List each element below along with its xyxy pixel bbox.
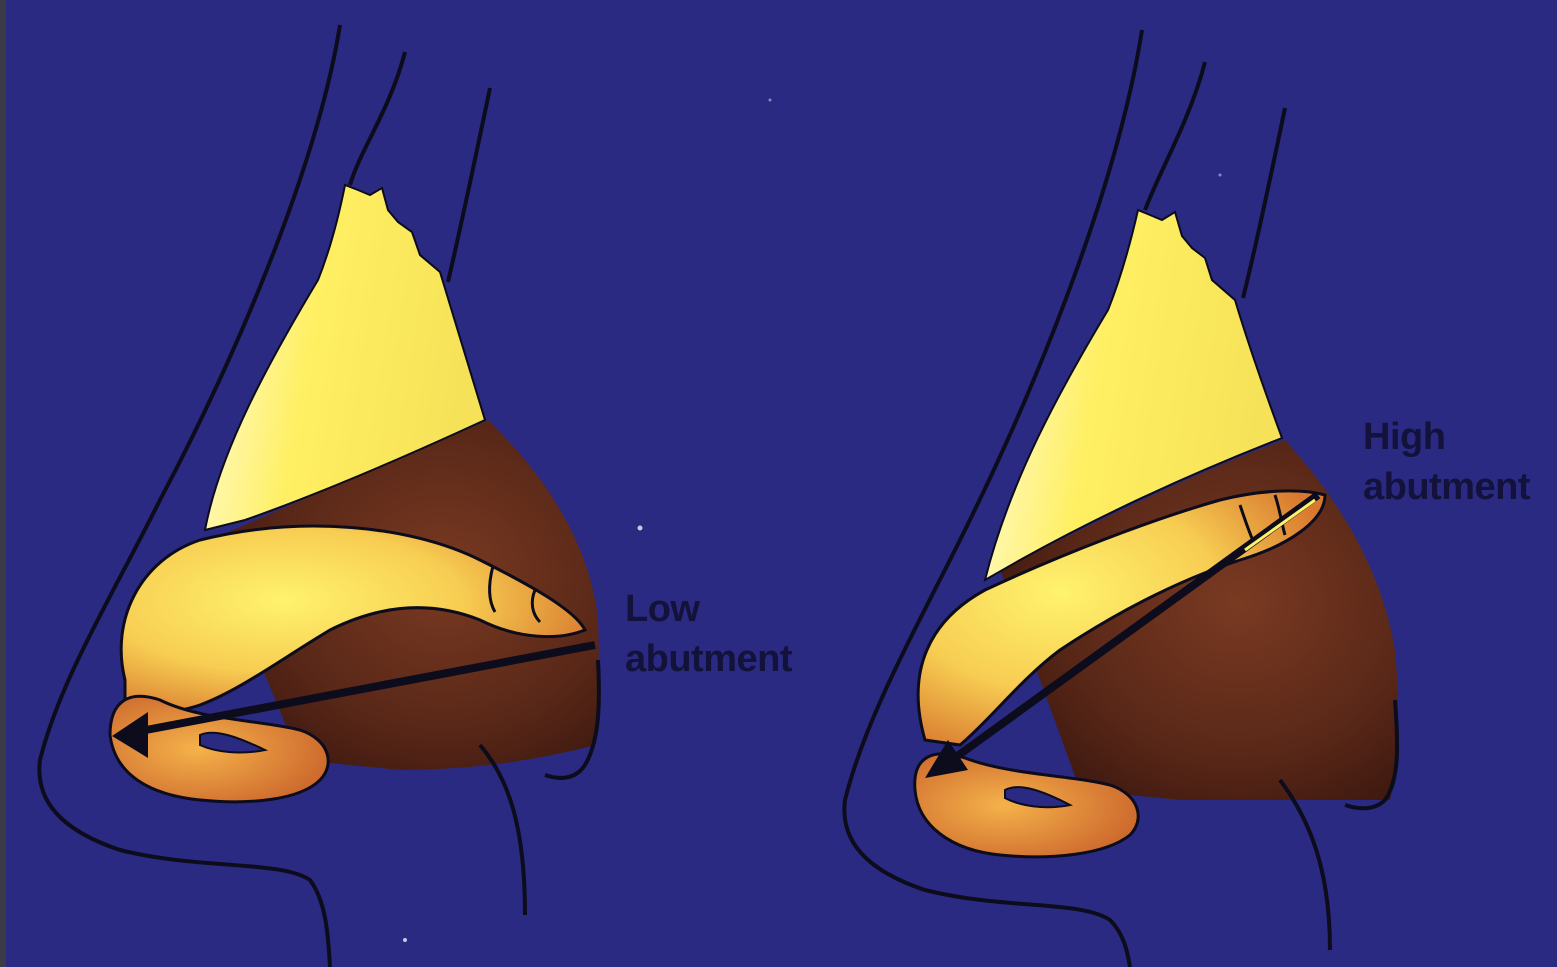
- left-sidewall-line: [448, 88, 490, 282]
- high-abutment-label-line1: High: [1363, 412, 1530, 462]
- speck: [769, 99, 772, 102]
- left-inner-line: [350, 52, 405, 185]
- low-abutment-label-line1: Low: [625, 584, 792, 634]
- right-sidewall-line: [1243, 108, 1285, 298]
- speck: [403, 938, 407, 942]
- high-abutment-label-line2: abutment: [1363, 462, 1530, 512]
- left-lip-line: [480, 745, 525, 915]
- left-nose-illustration: [39, 25, 599, 967]
- right-nose-illustration: [844, 30, 1397, 967]
- right-lip-line: [1280, 780, 1330, 950]
- right-inner-line: [1145, 62, 1205, 210]
- speck: [638, 526, 643, 531]
- low-abutment-label: Low abutment: [625, 584, 792, 684]
- speck: [1219, 174, 1222, 177]
- high-abutment-label: High abutment: [1363, 412, 1530, 512]
- left-border: [0, 0, 6, 967]
- low-abutment-label-line2: abutment: [625, 634, 792, 684]
